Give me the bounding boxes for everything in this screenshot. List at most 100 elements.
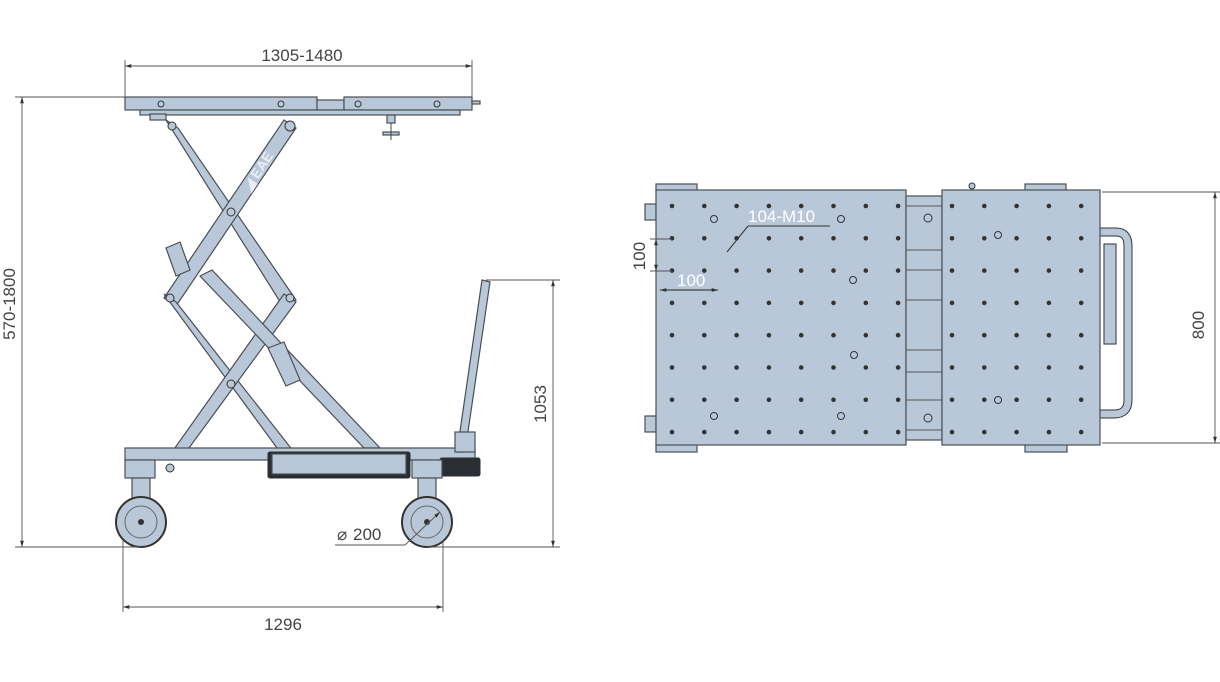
hole	[849, 276, 857, 284]
hole	[1014, 236, 1019, 241]
hole	[1014, 332, 1019, 338]
hole	[734, 300, 739, 306]
dim-pitch-x: 100	[677, 271, 705, 290]
base-frame	[124, 447, 481, 479]
hole	[798, 203, 804, 209]
hole	[1014, 300, 1019, 306]
hole	[837, 215, 845, 223]
hole	[1078, 332, 1084, 338]
hole	[863, 236, 869, 241]
dim-pitch-y: 100	[630, 242, 649, 270]
hole	[798, 236, 804, 241]
hole	[994, 231, 1002, 239]
hole	[831, 332, 836, 338]
hole	[766, 236, 772, 241]
hole	[895, 365, 901, 370]
hole	[982, 300, 987, 306]
hole	[863, 365, 869, 370]
hole	[1014, 268, 1019, 273]
hole	[1078, 203, 1084, 209]
platform	[124, 96, 481, 140]
hole	[895, 268, 901, 273]
hole	[798, 397, 804, 403]
hole	[798, 300, 804, 306]
scissor-arms: ◢ EAE	[163, 119, 382, 453]
hole	[982, 397, 987, 403]
hole	[895, 332, 901, 338]
hole	[766, 300, 772, 306]
hole	[1078, 365, 1084, 370]
hole	[831, 203, 836, 209]
hole-spec-label: 104-M10	[748, 207, 815, 226]
hole	[837, 412, 845, 420]
center-rails	[905, 195, 943, 441]
dim-width: 800	[1189, 311, 1208, 339]
hole-grid	[669, 203, 1084, 435]
hole	[949, 332, 955, 338]
hole	[994, 396, 1002, 404]
push-handle	[454, 279, 491, 453]
hole	[798, 268, 804, 273]
hole	[734, 397, 739, 403]
hole	[1014, 203, 1019, 209]
hole	[831, 429, 836, 435]
hole	[949, 365, 955, 370]
right-plate	[941, 189, 1101, 446]
hole	[850, 351, 858, 359]
hole	[1046, 236, 1052, 241]
hole	[1046, 268, 1052, 273]
hole	[734, 268, 739, 273]
hole	[710, 412, 718, 420]
dim-platform-length: 1305-1480	[261, 46, 342, 65]
hole	[702, 332, 707, 338]
hole	[669, 397, 675, 403]
hole	[982, 268, 987, 273]
hole	[1078, 429, 1084, 435]
hole	[702, 365, 707, 370]
hole	[710, 215, 718, 223]
dimensions: 1305-1480 570-1800 1053 1296 ⌀ 200	[0, 46, 560, 634]
hole	[863, 268, 869, 273]
rail-lines	[906, 205, 942, 431]
hole	[831, 397, 836, 403]
hole	[1046, 300, 1052, 306]
dim-wheel-diameter-symbol: ⌀	[337, 525, 347, 544]
hole	[949, 429, 955, 435]
dim-handle-height: 1053	[531, 385, 550, 423]
hole	[766, 429, 772, 435]
hole	[702, 397, 707, 403]
hole	[766, 365, 772, 370]
hole	[702, 203, 707, 209]
hole	[982, 365, 987, 370]
top-view: 104-M10 100 100 800	[630, 182, 1220, 453]
hole	[1046, 429, 1052, 435]
wheel-left	[115, 477, 167, 548]
hole	[734, 365, 739, 370]
left-plate	[655, 189, 907, 446]
pivots	[165, 120, 296, 473]
hole	[1014, 429, 1019, 435]
hole	[982, 236, 987, 241]
hole	[702, 429, 707, 435]
hole	[831, 365, 836, 370]
hole	[1046, 203, 1052, 209]
hole	[982, 332, 987, 338]
hole	[982, 429, 987, 435]
hole	[734, 332, 739, 338]
hole	[734, 429, 739, 435]
hole	[1046, 397, 1052, 403]
hole	[1078, 397, 1084, 403]
hole	[798, 332, 804, 338]
hole	[831, 236, 836, 241]
hole	[669, 332, 675, 338]
hole	[734, 203, 739, 209]
hole	[831, 300, 836, 306]
hole	[1046, 365, 1052, 370]
hole	[949, 300, 955, 306]
dim-wheel-diameter: 200	[353, 525, 381, 544]
hole	[831, 268, 836, 273]
top-dimensions: 104-M10 100 100 800	[630, 191, 1220, 444]
hole	[766, 332, 772, 338]
hole	[702, 268, 707, 273]
